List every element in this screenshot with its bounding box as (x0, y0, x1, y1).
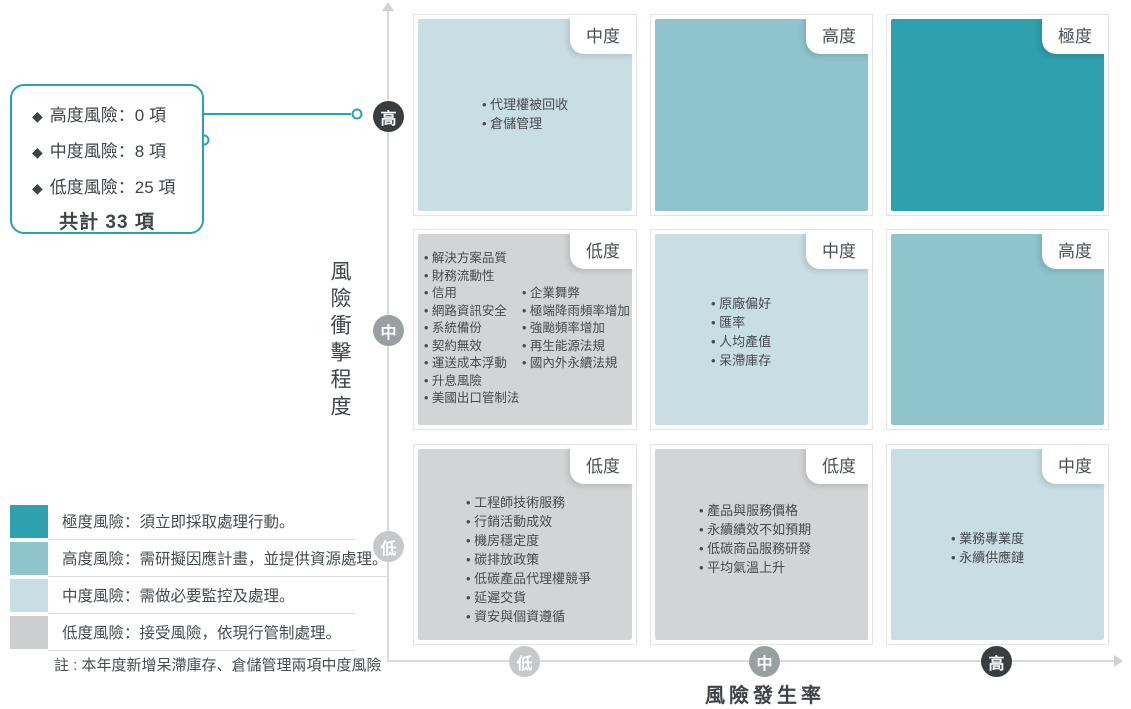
diamond-bullet-icon: ◆ (32, 180, 43, 196)
risk-item: 機房穩定度 (466, 531, 591, 550)
risk-item: 代理權被回收 (482, 95, 568, 114)
cell-impact-low-prob-high: 業務專業度永續供應鏈 中度 (886, 444, 1109, 645)
risk-item: 資安與個資遵循 (466, 607, 591, 626)
risk-item: 匯率 (711, 313, 771, 332)
legend-label: 低度風險：接受風險，依現行管制處理。 (62, 625, 342, 642)
cell-level-badge: 高度 (1042, 230, 1108, 269)
cell-level-badge: 低度 (570, 445, 636, 484)
diamond-bullet-icon: ◆ (32, 108, 43, 124)
x-axis-arrow-icon (1114, 655, 1123, 667)
x-axis-title: 風險發生率 (705, 685, 825, 707)
cell-panel: 解決方案品質財務流動性信用網路資訊安全系統備份契約無效運送成本浮動升息風險美國出… (418, 234, 632, 425)
legend-label: 中度風險：需做必要監控及處理。 (62, 588, 295, 605)
cell-level-badge: 中度 (806, 230, 872, 269)
risk-item: 升息風險 (424, 373, 519, 391)
cell-impact-high-prob-low: 代理權被回收倉儲管理 中度 (413, 14, 637, 216)
risk-item: 業務專業度 (951, 529, 1024, 548)
risk-item: 運送成本浮動 (424, 355, 519, 373)
legend-swatch-medium (10, 579, 48, 612)
x-marker-low: 低 (509, 646, 540, 677)
risk-item-list: 代理權被回收倉儲管理 (482, 95, 568, 133)
leader-end-dot (351, 108, 363, 120)
x-marker-high: 高 (981, 646, 1012, 677)
risk-item: 系統備份 (424, 320, 519, 338)
cell-impact-low-prob-mid: 產品與服務價格永續績效不如預期低碳商品服務研發平均氣溫上升 低度 (650, 444, 873, 645)
risk-item: 行銷活動成效 (466, 512, 591, 531)
risk-item: 契約無效 (424, 338, 519, 356)
risk-item-list: 原廠偏好匯率人均產值呆滯庫存 (711, 294, 771, 370)
cell-impact-mid-prob-low: 解決方案品質財務流動性信用網路資訊安全系統備份契約無效運送成本浮動升息風險美國出… (413, 229, 637, 430)
y-marker-high: 高 (373, 101, 404, 132)
risk-item: 倉儲管理 (482, 114, 568, 133)
risk-item: 網路資訊安全 (424, 303, 519, 321)
risk-item: 企業舞弊 (522, 285, 630, 303)
cell-impact-high-prob-high: 極度 (886, 14, 1109, 216)
cell-level-badge: 低度 (806, 445, 872, 484)
risk-item: 強颱頻率增加 (522, 320, 630, 338)
summary-item-text: 中度風險：8 項 (49, 142, 166, 161)
legend-swatch-high (10, 542, 48, 575)
cell-impact-mid-prob-mid: 原廠偏好匯率人均產值呆滯庫存 中度 (650, 229, 873, 430)
risk-item: 信用 (424, 285, 519, 303)
risk-item: 永續供應鏈 (951, 548, 1024, 567)
cell-level-badge: 低度 (570, 230, 636, 269)
legend-swatch-low (10, 616, 48, 649)
risk-item: 永續績效不如預期 (699, 520, 811, 539)
summary-item: ◆ 中度風險：8 項 (32, 134, 202, 170)
cell-level-badge: 中度 (1042, 445, 1108, 484)
risk-item: 低碳產品代理權競爭 (466, 569, 591, 588)
y-marker-low: 低 (373, 531, 404, 562)
legend-swatch-extreme (10, 505, 48, 538)
cell-impact-mid-prob-high: 高度 (886, 229, 1109, 430)
cell-level-badge: 高度 (806, 15, 872, 54)
legend-label: 高度風險：需研擬因應計畫，並提供資源處理。 (62, 551, 388, 568)
legend-row-high: 高度風險：需研擬因應計畫，並提供資源處理。 (10, 540, 388, 577)
summary-item-text: 低度風險：25 項 (49, 178, 176, 197)
risk-item: 財務流動性 (424, 268, 519, 286)
risk-item: 再生能源法規 (522, 338, 630, 356)
risk-item: 平均氣溫上升 (699, 558, 811, 577)
risk-item: 碳排放政策 (466, 550, 591, 569)
risk-item: 呆滯庫存 (711, 351, 771, 370)
risk-item-list: 產品與服務價格永續績效不如預期低碳商品服務研發平均氣溫上升 (699, 501, 811, 577)
legend-row-medium: 中度風險：需做必要監控及處理。 (10, 577, 355, 614)
cell-level-badge: 中度 (570, 15, 636, 54)
legend-note: 註 : 本年度新增呆滯庫存、倉儲管理兩項中度風險 (54, 657, 382, 674)
risk-item: 低碳商品服務研發 (699, 539, 811, 558)
x-marker-mid: 中 (749, 646, 780, 677)
y-axis-title: 風險衝擊程度 (328, 260, 351, 422)
diamond-bullet-icon: ◆ (32, 144, 43, 160)
legend-row-low: 低度風險：接受風險，依現行管制處理。 (10, 614, 355, 651)
risk-summary-callout: ◆ 高度風險：0 項 ◆ 中度風險：8 項 ◆ 低度風險：25 項 共計 33 項 (10, 84, 204, 234)
risk-item: 工程師技術服務 (466, 493, 591, 512)
cell-impact-high-prob-mid: 高度 (650, 14, 873, 216)
y-axis-arrow-icon (382, 2, 394, 11)
risk-item-list-col1: 解決方案品質財務流動性信用網路資訊安全系統備份契約無效運送成本浮動升息風險美國出… (424, 250, 520, 408)
cell-panel: 業務專業度永續供應鏈 (891, 449, 1104, 640)
summary-item: ◆ 低度風險：25 項 (32, 170, 202, 206)
legend-row-extreme: 極度風險：須立即採取處理行動。 (10, 503, 355, 540)
risk-item-list: 工程師技術服務行銷活動成效機房穩定度碳排放政策低碳產品代理權競爭延遲交貨資安與個… (466, 493, 591, 626)
cell-impact-low-prob-low: 工程師技術服務行銷活動成效機房穩定度碳排放政策低碳產品代理權競爭延遲交貨資安與個… (413, 444, 637, 645)
summary-item-text: 高度風險：0 項 (49, 106, 166, 125)
summary-item: ◆ 高度風險：0 項 (32, 98, 202, 134)
risk-item: 解決方案品質 (424, 250, 519, 268)
risk-item: 美國出口管制法 (424, 390, 520, 408)
legend-label: 極度風險：須立即採取處理行動。 (62, 514, 295, 531)
cell-level-badge: 極度 (1042, 15, 1108, 54)
risk-item-list-col2: 企業舞弊極端降雨頻率增加強颱頻率增加再生能源法規國內外永續法規 (522, 285, 630, 373)
cell-panel: 產品與服務價格永續績效不如預期低碳商品服務研發平均氣溫上升 (655, 449, 868, 640)
risk-item: 原廠偏好 (711, 294, 771, 313)
risk-item: 人均產值 (711, 332, 771, 351)
summary-total: 共計 33 項 (59, 212, 155, 233)
risk-item: 極端降雨頻率增加 (522, 303, 630, 321)
y-marker-mid: 中 (373, 315, 404, 346)
risk-item: 國內外永續法規 (522, 355, 630, 373)
risk-level-legend: 極度風險：須立即採取處理行動。 高度風險：需研擬因應計畫，並提供資源處理。 中度… (10, 503, 388, 651)
risk-item: 延遲交貨 (466, 588, 591, 607)
risk-item-list: 業務專業度永續供應鏈 (951, 529, 1024, 567)
risk-item: 產品與服務價格 (699, 501, 811, 520)
